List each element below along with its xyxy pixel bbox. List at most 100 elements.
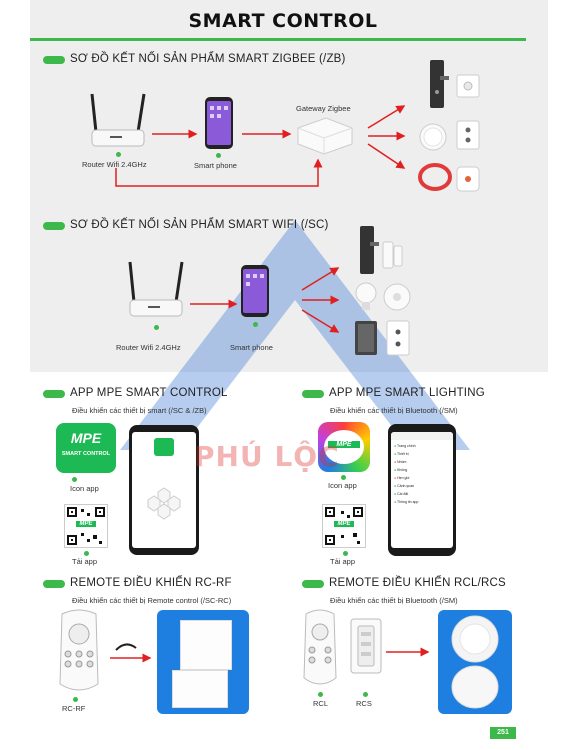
menu-item-label: Hẹn giờ (397, 476, 410, 480)
status-dot (116, 152, 121, 157)
section-pill (43, 56, 65, 64)
app-lighting-icon-label: Icon app (328, 481, 357, 490)
qr-code-pattern (325, 507, 363, 545)
section-pill (43, 580, 65, 588)
menu-item: ● Thiết bị (394, 450, 418, 458)
app-lighting-icon: MPE (318, 422, 370, 472)
status-dot (84, 551, 89, 556)
menu-bullet: ● (394, 444, 398, 448)
menu-item: ● Thông tin app (394, 498, 418, 506)
app-lighting-download-label: Tải app (330, 557, 356, 566)
status-dot (253, 322, 258, 327)
smartphone-mockup (129, 425, 199, 555)
wall-socket-icon (386, 320, 410, 356)
app-menu-header (391, 432, 453, 440)
smart-door-lock-icon (360, 226, 379, 274)
menu-item: ● Nhóm (394, 458, 418, 466)
app-lighting-subheading: Điều khiển các thiết bị Bluetooth (/SM) (330, 406, 458, 415)
app-icon-brand: MPE (70, 430, 102, 446)
menu-item-label: Cài đặt (397, 492, 409, 496)
wall-remote-icon (350, 618, 382, 674)
menu-item-label: Thiết bị (397, 452, 409, 456)
menu-item: ● Cài đặt (394, 490, 418, 498)
door-sensor-icon (382, 241, 403, 269)
status-dot (343, 551, 348, 556)
menu-bullet: ● (394, 484, 398, 488)
smart-door-lock-icon (430, 60, 449, 108)
section-pill (302, 580, 324, 588)
remote-rf-heading: REMOTE ĐIỀU KHIỂN RC-RF (70, 577, 232, 589)
page-title: SMART CONTROL (188, 10, 378, 32)
rcs-label: RCS (356, 699, 372, 708)
app-control-icon: MPE SMART CONTROL (56, 423, 116, 473)
menu-item-label: Thông tin app (397, 500, 419, 504)
status-dot (363, 692, 368, 697)
status-dot (341, 475, 346, 480)
app-control-icon-label: Icon app (70, 484, 99, 493)
watermark-text: PHÚ LỘC (194, 440, 340, 473)
router-icon (128, 261, 184, 317)
zigbee-connection-arrows (115, 105, 406, 187)
gateway-label: Gateway Zigbee (296, 104, 351, 113)
menu-bullet: ● (394, 492, 398, 496)
qr-code: MPE (64, 504, 108, 548)
smartphone-icon (205, 97, 233, 149)
led-strip-icon (418, 163, 452, 191)
app-control-heading: APP MPE SMART CONTROL (70, 387, 228, 399)
panel-light-icon (180, 620, 232, 670)
remote-rf-label: RC-RF (62, 704, 86, 713)
sensor-icon (456, 166, 480, 192)
app-control-subheading: Điều khiển các thiết bị smart (/SC & /ZB… (72, 406, 207, 415)
downlight-icon (451, 615, 499, 663)
smartphone-icon (241, 265, 269, 317)
app-icon-subtitle: SMART CONTROL (61, 451, 111, 457)
smartphone-mockup: ● Trang chính ● Thiết bị ● Nhóm ● Không … (388, 424, 456, 556)
status-dot (216, 153, 221, 158)
router-icon (90, 93, 146, 147)
section-pill (43, 222, 65, 230)
qr-brand: MPE (334, 521, 354, 527)
smart-light-icon (419, 123, 447, 151)
remote-control-icon (59, 609, 99, 691)
menu-bullet: ● (394, 460, 398, 464)
wall-switch-icon (456, 120, 480, 150)
ceiling-light-icon (383, 283, 411, 311)
wall-switch-icon (355, 321, 377, 355)
wifi-phone-label: Smart phone (230, 343, 273, 352)
app-menu-list: ● Trang chính ● Thiết bị ● Nhóm ● Không … (394, 442, 418, 506)
signal-arrow (386, 647, 430, 657)
menu-bullet: ● (394, 500, 398, 504)
gateway-icon (297, 117, 353, 155)
menu-bullet: ● (394, 468, 398, 472)
menu-item: ● Trang chính (394, 442, 418, 450)
section-pill (302, 390, 324, 398)
remote-control-icon (303, 609, 337, 685)
signal-arrow (110, 643, 152, 663)
rcl-label: RCL (313, 699, 329, 708)
wifi-heading: SƠ ĐỒ KẾT NỐI SẢN PHẨM SMART WIFI (/SC) (70, 219, 329, 231)
menu-item: ● Cảnh quan (394, 482, 418, 490)
remote-rf-subheading: Điều khiển các thiết bị Remote control (… (72, 596, 232, 605)
qr-code: MPE (322, 504, 366, 548)
title-underline (30, 38, 526, 41)
panel-light-icon (172, 670, 228, 708)
app-control-download-label: Tải app (72, 557, 98, 566)
wifi-router-label: Router Wifi 2.4GHz (116, 343, 181, 352)
zigbee-router-label: Router Wifi 2.4GHz (82, 160, 147, 169)
status-dot (318, 692, 323, 697)
bulb-light-icon (451, 665, 499, 709)
watermark-triangle (120, 220, 470, 450)
zigbee-heading: SƠ ĐỒ KẾT NỐI SẢN PHẨM SMART ZIGBEE (/ZB… (70, 53, 346, 65)
menu-item-label: Trang chính (397, 444, 416, 448)
remote-rcl-heading: REMOTE ĐIỀU KHIỂN RCL/RCS (329, 577, 506, 589)
menu-bullet: ● (394, 452, 398, 456)
app-icon-brand: MPE (328, 441, 360, 448)
page-number: 251 (490, 727, 516, 739)
menu-item-label: Nhóm (397, 460, 407, 464)
menu-item-label: Cảnh quan (397, 484, 415, 488)
phone-screen: ● Trang chính ● Thiết bị ● Nhóm ● Không … (391, 432, 453, 548)
menu-item-label: Không (397, 468, 408, 472)
menu-item: ● Hẹn giờ (394, 474, 418, 482)
light-bulb-icon (355, 282, 377, 310)
